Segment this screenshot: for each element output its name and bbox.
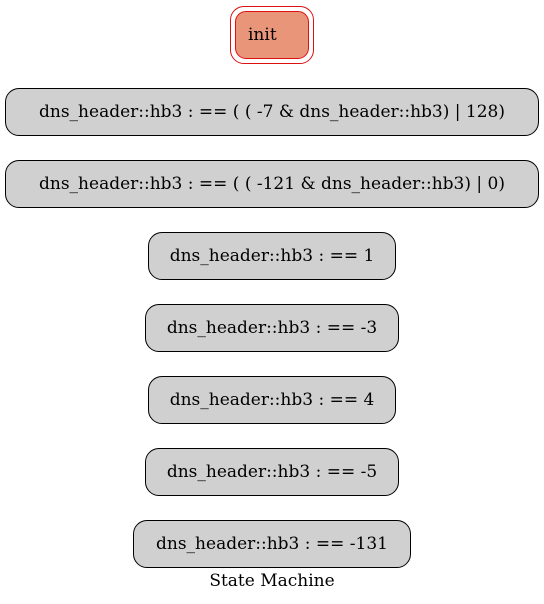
state-node-3: dns_header::hb3 : == 1	[148, 232, 396, 280]
state-node-7: dns_header::hb3 : == -131	[133, 520, 411, 568]
state-node-6: dns_header::hb3 : == -5	[145, 448, 399, 496]
state-node-label: dns_header::hb3 : == -5	[166, 462, 378, 482]
state-node-label: dns_header::hb3 : == -3	[166, 318, 378, 338]
state-node-5: dns_header::hb3 : == 4	[148, 376, 396, 424]
state-node-label: dns_header::hb3 : == ( ( -7 & dns_header…	[39, 102, 505, 122]
state-node-2: dns_header::hb3 : == ( ( -121 & dns_head…	[5, 160, 539, 208]
init-node: init	[235, 11, 309, 59]
state-node-label: dns_header::hb3 : == ( ( -121 & dns_head…	[39, 174, 505, 194]
diagram-caption: State Machine	[209, 571, 335, 591]
init-node-label: init	[248, 25, 277, 45]
state-node-1: dns_header::hb3 : == ( ( -7 & dns_header…	[5, 88, 539, 136]
state-node-4: dns_header::hb3 : == -3	[145, 304, 399, 352]
state-node-label: dns_header::hb3 : == 4	[169, 390, 375, 410]
state-node-label: dns_header::hb3 : == 1	[169, 246, 375, 266]
state-node-label: dns_header::hb3 : == -131	[156, 534, 388, 554]
